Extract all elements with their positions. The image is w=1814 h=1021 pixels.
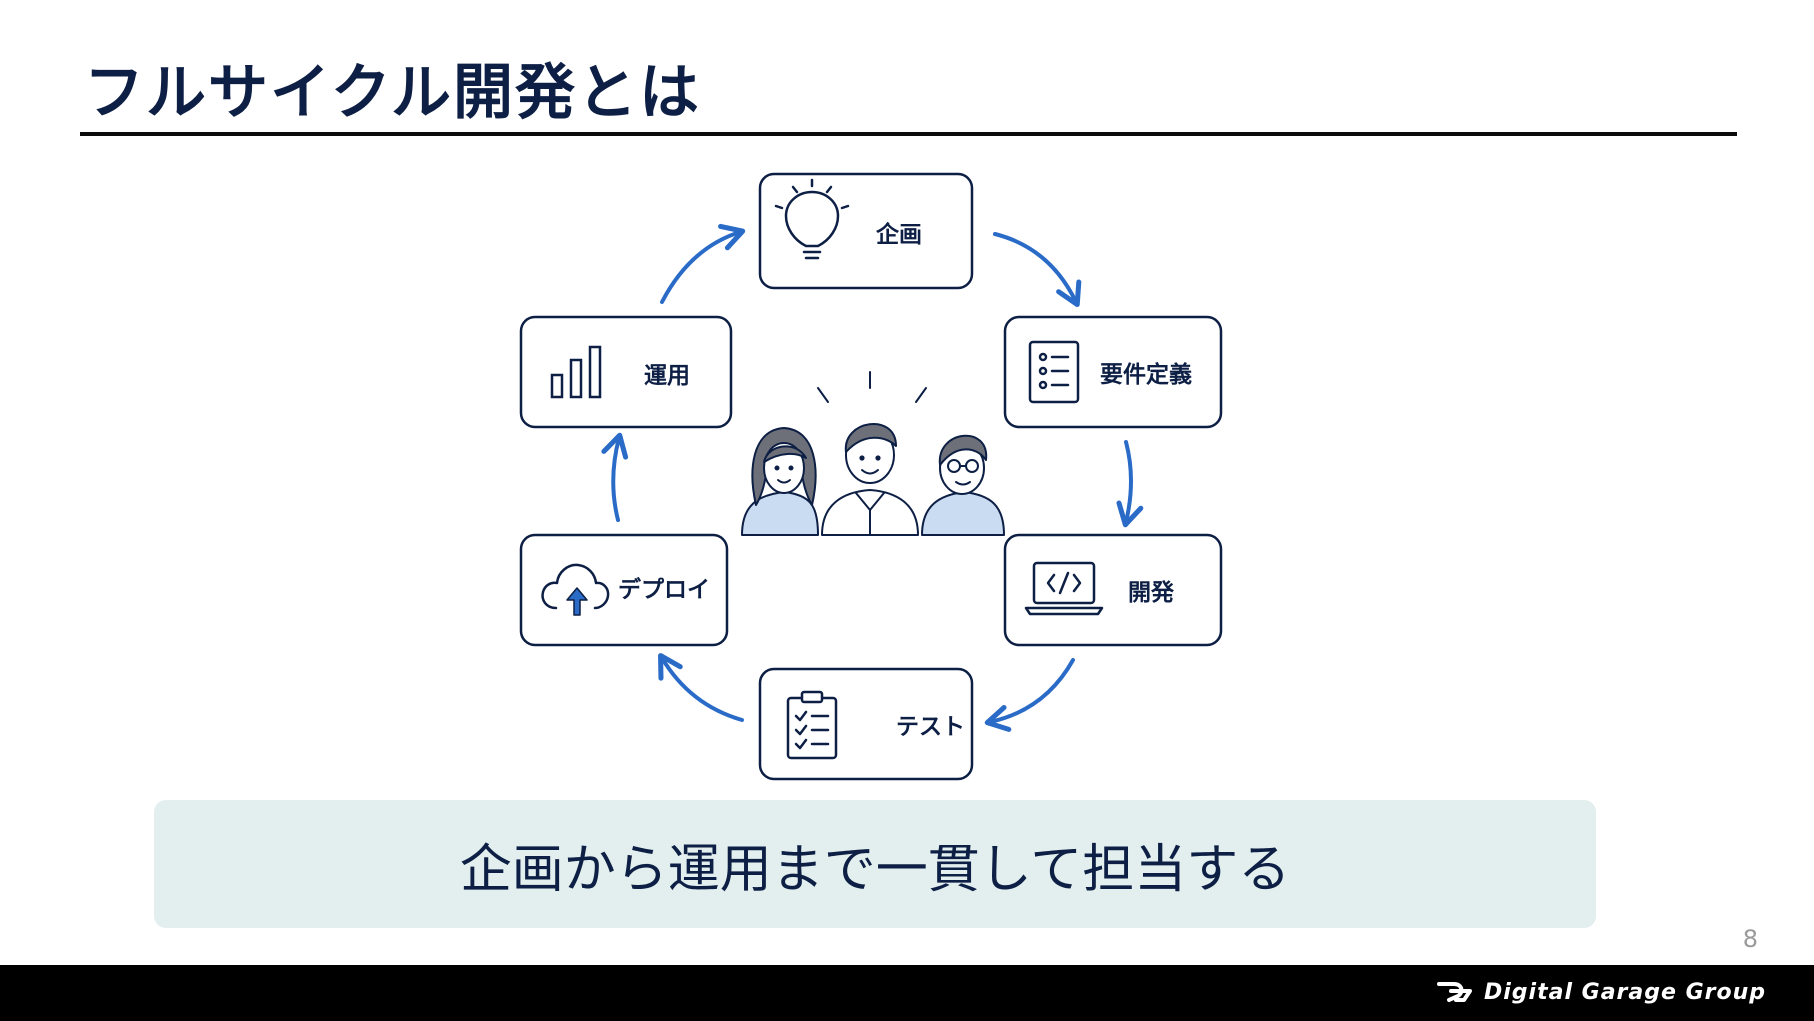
clipboard-check-icon bbox=[786, 690, 838, 760]
title-divider bbox=[80, 132, 1737, 136]
dg-logo-mark-icon bbox=[1436, 982, 1472, 1002]
cloud-upload-icon bbox=[541, 563, 610, 616]
cycle-arrows bbox=[601, 223, 1144, 732]
page-title: フルサイクル開発とは bbox=[84, 58, 701, 128]
team-people-icon bbox=[741, 371, 1005, 536]
summary-banner: 企画から運用まで一貫して担当する bbox=[154, 800, 1596, 928]
cycle-node-operation: 運用 bbox=[519, 315, 733, 429]
footer-logo-text: Digital Garage Group bbox=[1483, 979, 1766, 1005]
arrow-deploy-to-ops bbox=[601, 432, 629, 522]
footer-logo: Digital Garage Group bbox=[1436, 979, 1766, 1005]
cycle-node-label: 開発 bbox=[1128, 580, 1175, 606]
arrow-test-to-deploy bbox=[658, 653, 744, 722]
arrow-ops-to-plan bbox=[660, 223, 746, 304]
arrow-req-to-dev bbox=[1116, 440, 1144, 528]
cycle-node-label: 要件定義 bbox=[1100, 361, 1192, 388]
bar-chart-icon bbox=[550, 345, 602, 399]
cycle-node-label: 企画 bbox=[875, 221, 922, 248]
footer-bar: Digital Garage Group bbox=[0, 965, 1814, 1021]
cycle-node-plan: 企画 bbox=[758, 172, 974, 290]
cycle-node-deploy: デプロイ bbox=[519, 533, 729, 647]
page-number: 8 bbox=[1742, 925, 1758, 953]
cycle-node-development: 開発 bbox=[1003, 533, 1223, 647]
checklist-icon bbox=[1028, 340, 1080, 404]
cycle-node-test: テスト bbox=[758, 667, 974, 781]
arrow-plan-to-req bbox=[993, 232, 1082, 308]
arrow-dev-to-test bbox=[984, 658, 1075, 732]
cycle-node-label: デプロイ bbox=[618, 576, 710, 603]
laptop-code-icon bbox=[1024, 561, 1104, 616]
cycle-node-label: 運用 bbox=[644, 363, 690, 389]
cycle-node-requirements: 要件定義 bbox=[1003, 315, 1223, 429]
summary-text: 企画から運用まで一貫して担当する bbox=[459, 839, 1291, 900]
lightbulb-icon bbox=[774, 178, 850, 260]
cycle-node-label: テスト bbox=[896, 714, 965, 740]
